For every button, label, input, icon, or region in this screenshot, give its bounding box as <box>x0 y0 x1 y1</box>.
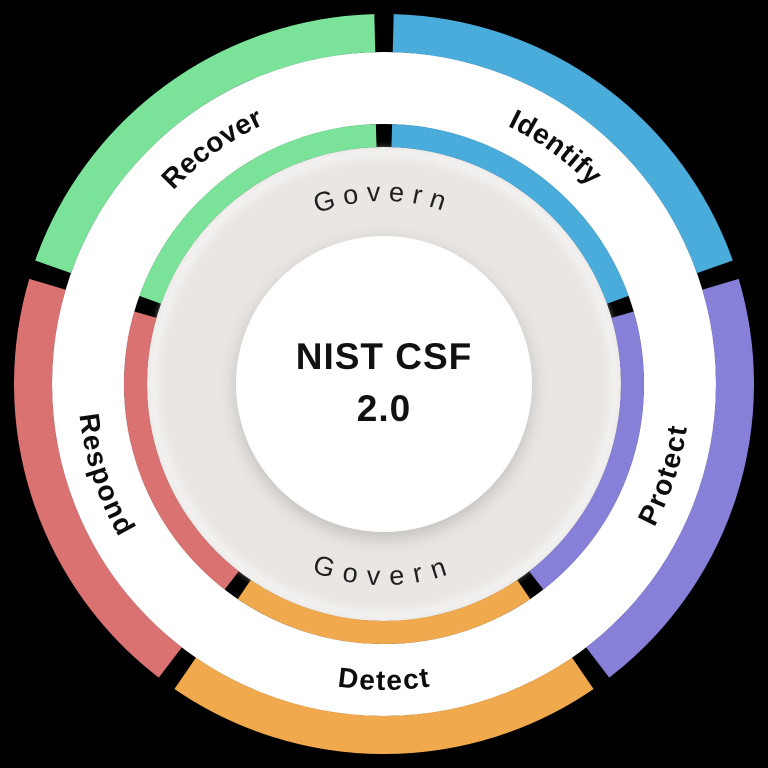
outer-arc-identify <box>392 14 733 274</box>
title-line-2: 2.0 <box>357 388 411 429</box>
outer-arc-ring <box>14 14 754 755</box>
inner-arc-ring <box>124 124 644 644</box>
inner-arc-identify <box>391 124 629 304</box>
inner-arc-respond <box>124 311 239 590</box>
outer-arc-detect <box>174 657 594 755</box>
outer-arc-protect <box>586 278 754 678</box>
govern-ring-highlight <box>148 148 620 620</box>
title-line-1: NIST CSF <box>296 336 473 377</box>
white-label-ring <box>52 52 716 716</box>
center-circle <box>236 236 532 532</box>
inner-arc-detect <box>237 579 531 644</box>
segment-label-detect: Detect <box>336 661 431 695</box>
inner-arc-protect <box>529 311 644 590</box>
inner-arc-recover <box>139 124 377 304</box>
center-title: NIST CSF 2.0 <box>296 336 473 429</box>
outer-arc-recover <box>35 14 376 274</box>
outer-arc-respond <box>14 278 182 678</box>
